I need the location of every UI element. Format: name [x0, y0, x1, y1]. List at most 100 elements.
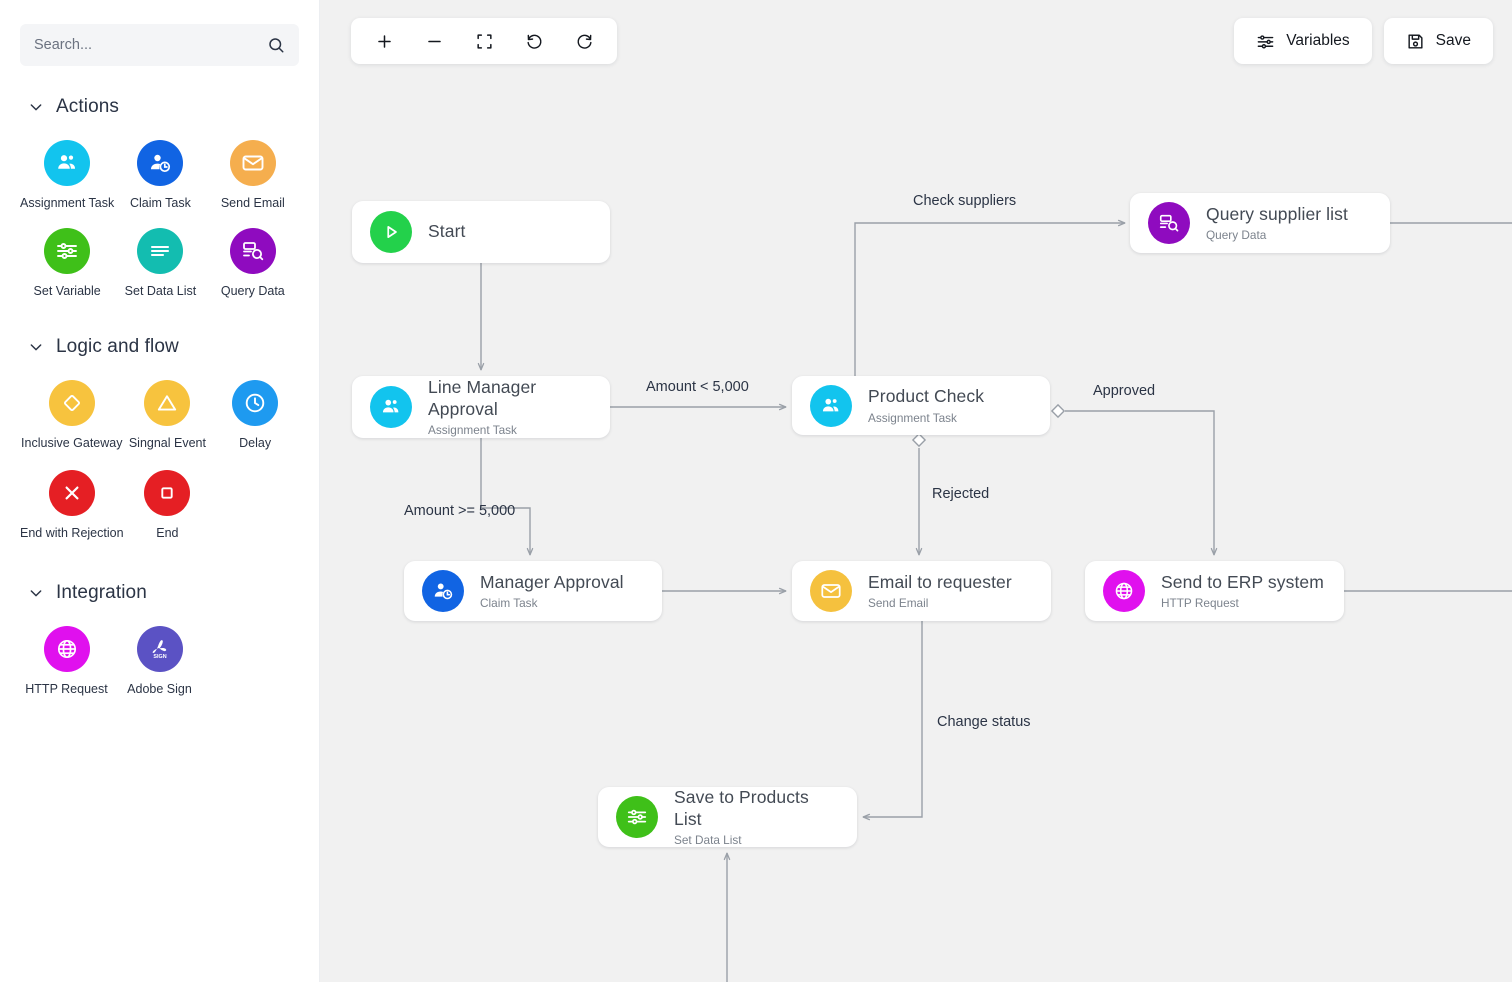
palette-item-label: Assignment Task	[20, 196, 115, 210]
sliders-icon	[1256, 32, 1275, 51]
palette-item-label: Delay	[239, 436, 272, 450]
node-title: Start	[428, 221, 466, 242]
edge-label-check-suppliers: Check suppliers	[913, 193, 1017, 209]
edge-label-approved: Approved	[1093, 383, 1156, 399]
palette-item-inclusive-gateway[interactable]: Inclusive Gateway	[20, 380, 124, 450]
workflow-node-line-manager-approval[interactable]: Line Manager Approval Assignment Task	[352, 376, 610, 438]
node-palette-sidebar: Actions Assignment Task Claim Task	[0, 0, 320, 982]
search-box[interactable]	[20, 24, 299, 66]
zoom-in-button[interactable]	[361, 21, 407, 61]
node-subtitle: HTTP Request	[1161, 596, 1239, 611]
section-header-actions[interactable]: Actions	[20, 96, 299, 118]
node-subtitle: Set Data List	[674, 833, 742, 848]
section-header-integration[interactable]: Integration	[20, 582, 299, 604]
palette-item-signal-event[interactable]: Singnal Event	[124, 380, 212, 450]
adobe-sign-icon: SIGN	[136, 626, 183, 672]
edge-label-amount-less-than-5000: Amount < 5,000	[646, 379, 749, 395]
palette-item-query-data[interactable]: Query Data	[207, 228, 299, 298]
palette-item-label: HTTP Request	[25, 682, 108, 696]
workflow-node-save-to-products-list[interactable]: Save to Products List Set Data List	[598, 787, 857, 847]
end-with-rejection-icon	[48, 470, 95, 516]
redo-button[interactable]	[561, 21, 607, 61]
workflow-node-query-supplier-list[interactable]: Query supplier list Query Data	[1130, 193, 1390, 253]
chevron-down-icon	[28, 99, 44, 115]
http-request-icon	[43, 626, 90, 672]
edge-label-rejected: Rejected	[932, 486, 990, 502]
workflow-node-send-to-erp-system[interactable]: Send to ERP system HTTP Request	[1085, 561, 1344, 621]
palette-section-integration: Integration HTTP Request	[20, 582, 299, 696]
palette-item-send-email[interactable]: Send Email	[207, 140, 299, 210]
svg-text:SIGN: SIGN	[153, 654, 166, 660]
node-title: Line Manager Approval	[428, 376, 537, 419]
plus-icon	[375, 32, 394, 51]
redo-icon	[575, 32, 594, 51]
workflow-canvas[interactable]: Variables Save Start	[320, 0, 1512, 982]
palette-item-end-with-rejection[interactable]: End with Rejection	[20, 470, 124, 540]
palette-item-http-request[interactable]: HTTP Request	[20, 626, 113, 696]
section-title: Logic and flow	[56, 336, 179, 357]
floppy-disk-icon	[1406, 32, 1425, 51]
undo-icon	[525, 32, 544, 51]
node-subtitle: Send Email	[868, 596, 929, 611]
assignment-task-icon	[44, 140, 91, 186]
node-title: Send to ERP system	[1161, 571, 1324, 592]
save-button[interactable]: Save	[1383, 18, 1493, 64]
send-email-icon	[229, 140, 276, 186]
palette-item-adobe-sign[interactable]: SIGN Adobe Sign	[113, 626, 206, 696]
search-icon[interactable]	[267, 36, 285, 54]
set-data-list-icon	[137, 228, 184, 274]
undo-button[interactable]	[511, 21, 557, 61]
palette-item-assignment-task[interactable]: Assignment Task	[20, 140, 114, 210]
palette-section-actions: Actions Assignment Task Claim Task	[20, 96, 299, 298]
claim-task-icon	[422, 570, 464, 612]
zoom-out-button[interactable]	[411, 21, 457, 61]
palette-item-label: Query Data	[220, 284, 285, 298]
workflow-node-product-check[interactable]: Product Check Assignment Task	[792, 376, 1050, 435]
palette-item-label: Claim Task	[129, 196, 191, 210]
fit-screen-icon	[475, 32, 494, 51]
palette-item-label: Set Data List	[124, 284, 197, 298]
palette-grid-logic-and-flow: Inclusive Gateway Singnal Event Delay	[20, 380, 299, 540]
chevron-down-icon	[28, 585, 44, 601]
variables-button-label: Variables	[1286, 32, 1350, 49]
set-variable-icon	[44, 228, 91, 274]
minus-icon	[425, 32, 444, 51]
delay-icon	[232, 380, 279, 426]
node-title: Product Check	[868, 386, 985, 407]
save-button-label: Save	[1435, 32, 1471, 49]
variables-button[interactable]: Variables	[1234, 18, 1372, 64]
node-subtitle: Assignment Task	[428, 423, 517, 438]
query-data-icon	[229, 228, 276, 274]
edge-label-change-status: Change status	[937, 714, 1031, 730]
play-icon	[370, 211, 412, 253]
edge-label-amount-greater-equal-5000: Amount >= 5,000	[404, 503, 516, 519]
node-title: Email to requester	[868, 571, 1012, 592]
palette-item-label: Send Email	[220, 196, 285, 210]
workflow-node-manager-approval[interactable]: Manager Approval Claim Task	[404, 561, 662, 621]
canvas-toolbar	[351, 18, 617, 64]
fit-to-screen-button[interactable]	[461, 21, 507, 61]
palette-item-claim-task[interactable]: Claim Task	[114, 140, 206, 210]
palette-item-end[interactable]: End	[124, 470, 212, 540]
palette-item-label: Singnal Event	[128, 436, 206, 450]
section-title: Integration	[56, 582, 147, 603]
http-request-icon	[1103, 570, 1145, 612]
workflow-node-start[interactable]: Start	[352, 201, 610, 263]
section-title: Actions	[56, 96, 120, 117]
workflow-node-email-to-requester[interactable]: Email to requester Send Email	[792, 561, 1051, 621]
send-email-icon	[810, 570, 852, 612]
node-title: Query supplier list	[1206, 203, 1348, 224]
palette-grid-integration: HTTP Request SIGN Adobe Sign	[20, 626, 299, 696]
node-subtitle: Assignment Task	[868, 410, 957, 425]
chevron-down-icon	[28, 339, 44, 355]
search-input[interactable]	[34, 37, 267, 53]
palette-item-set-data-list[interactable]: Set Data List	[114, 228, 206, 298]
claim-task-icon	[137, 140, 184, 186]
assignment-task-icon	[810, 384, 852, 427]
section-header-logic-and-flow[interactable]: Logic and flow	[20, 336, 299, 358]
signal-event-icon	[144, 380, 191, 426]
query-data-icon	[1148, 202, 1190, 244]
palette-item-set-variable[interactable]: Set Variable	[20, 228, 114, 298]
palette-item-delay[interactable]: Delay	[211, 380, 299, 450]
workflow-edges	[477, 219, 1512, 982]
